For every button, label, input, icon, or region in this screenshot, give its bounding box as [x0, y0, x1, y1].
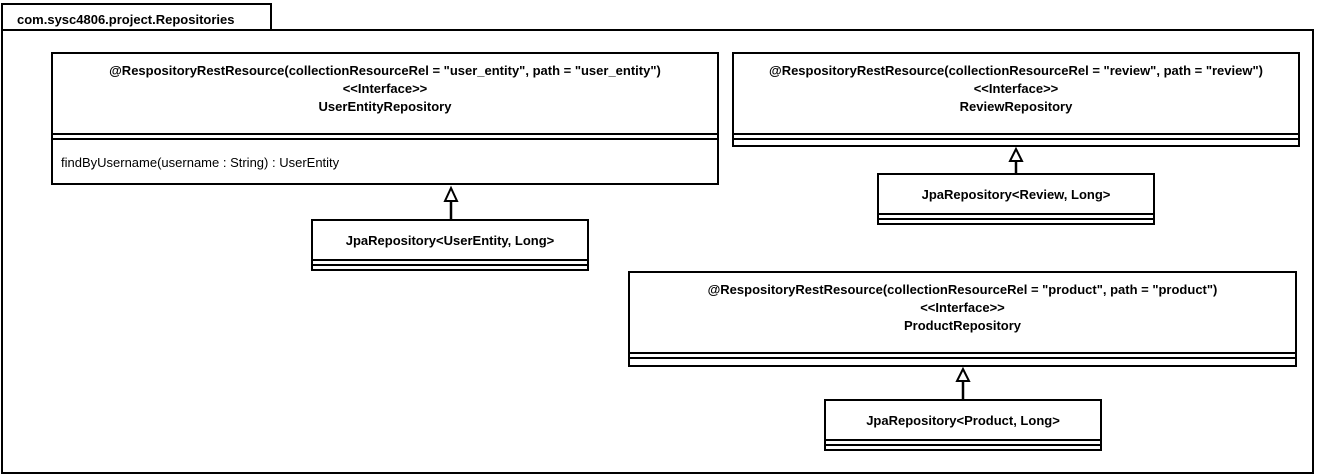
- class-product-repository[interactable]: @RespositoryRestResource(collectionResou…: [628, 271, 1297, 367]
- class-stereotype: <<Interface>>: [920, 300, 1005, 315]
- package-name: com.sysc4806.project.Repositories: [17, 12, 235, 27]
- generalization-arrow-product: [955, 366, 971, 400]
- package-frame: [1, 29, 1314, 474]
- class-jpa-repository-review[interactable]: JpaRepository<Review, Long>: [877, 173, 1155, 225]
- class-divider: [734, 133, 1298, 140]
- class-header: @RespositoryRestResource(collectionResou…: [53, 54, 717, 116]
- class-divider: [826, 439, 1100, 446]
- class-name: JpaRepository<Review, Long>: [921, 187, 1111, 202]
- generalization-arrow-review: [1008, 146, 1024, 174]
- class-annotation: @RespositoryRestResource(collectionResou…: [769, 63, 1263, 78]
- class-divider: [53, 133, 717, 140]
- class-stereotype: <<Interface>>: [973, 81, 1059, 96]
- package-tab: com.sysc4806.project.Repositories: [1, 3, 272, 31]
- class-name: ProductRepository: [903, 318, 1021, 333]
- class-jpa-repository-user-entity[interactable]: JpaRepository<UserEntity, Long>: [311, 219, 589, 271]
- class-operation: findByUsername(username : String) : User…: [61, 155, 340, 170]
- class-user-entity-repository[interactable]: @RespositoryRestResource(collectionResou…: [51, 52, 719, 185]
- class-name: JpaRepository<UserEntity, Long>: [345, 233, 555, 248]
- generalization-arrow-user: [443, 185, 459, 220]
- class-stereotype: <<Interface>>: [342, 81, 428, 96]
- class-annotation: @RespositoryRestResource(collectionResou…: [109, 63, 661, 78]
- class-jpa-repository-product[interactable]: JpaRepository<Product, Long>: [824, 399, 1102, 451]
- class-name: ReviewRepository: [959, 99, 1073, 114]
- class-review-repository[interactable]: @RespositoryRestResource(collectionResou…: [732, 52, 1300, 147]
- class-divider: [630, 352, 1295, 359]
- class-divider: [313, 259, 587, 266]
- class-divider: [879, 213, 1153, 220]
- class-name: JpaRepository<Product, Long>: [866, 413, 1060, 428]
- class-header: @RespositoryRestResource(collectionResou…: [630, 273, 1295, 335]
- class-name: UserEntityRepository: [318, 99, 452, 114]
- class-header: @RespositoryRestResource(collectionResou…: [734, 54, 1298, 116]
- class-annotation: @RespositoryRestResource(collectionResou…: [707, 282, 1218, 297]
